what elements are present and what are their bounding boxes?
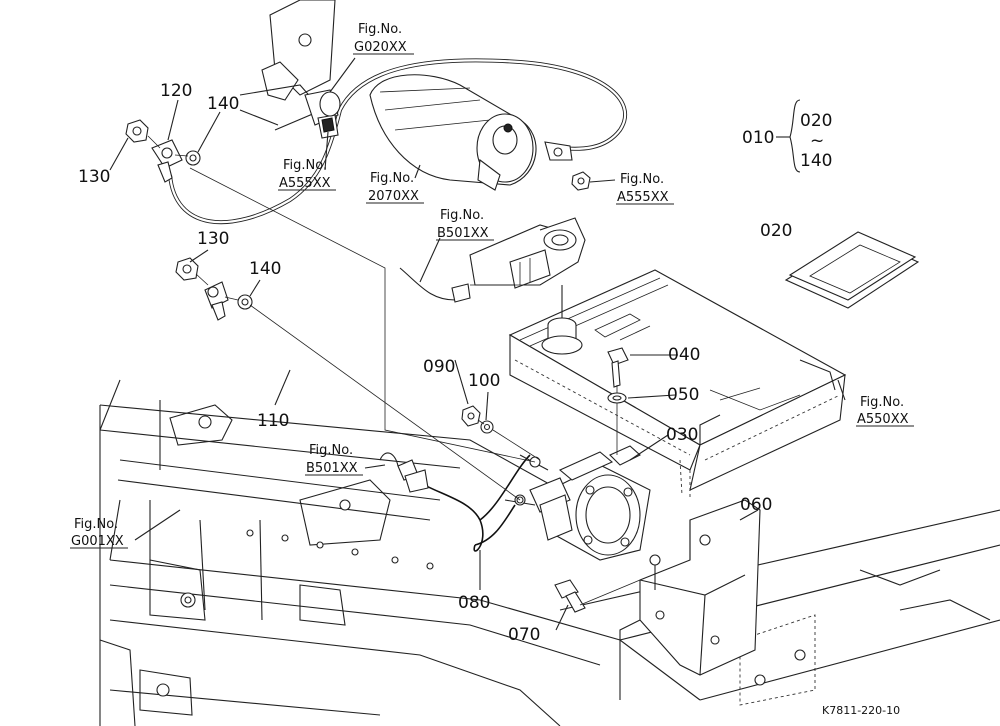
label-040: 040 [668,345,700,365]
label-080: 080 [458,593,490,613]
ref-b501-top-line2: B501XX [437,226,489,241]
label-020-range-start: 020 [800,111,832,131]
label-070: 070 [508,625,540,645]
ref-g001-line1: Fig.No. [74,517,118,532]
label-140-range-end: 140 [800,151,832,171]
ref-2070-line1: Fig.No. [370,171,414,186]
label-100: 100 [468,371,500,391]
frame-structure [99,379,1000,726]
leader-lines [70,53,914,631]
ref-b501-top-line1: Fig.No. [440,208,484,223]
label-130-upper: 130 [78,167,110,187]
bracket-060 [619,499,761,700]
ref-a555-right-line1: Fig.No. [620,172,664,187]
label-020: 020 [760,221,792,241]
label-range-tilde: ~ [810,131,824,151]
ref-a555-right-line2: A555XX [617,190,669,205]
label-130-lower: 130 [197,229,229,249]
ref-b501-mid-line1: Fig.No. [309,443,353,458]
ref-a550-line1: Fig.No. [860,395,904,410]
starter-motor [369,74,537,191]
ref-2070-line2: 2070XX [368,189,419,204]
ref-g020-line2: G020XX [354,40,407,55]
battery-switch [504,445,651,561]
battery [508,269,847,500]
upper-bracket [239,0,341,139]
terminal-group-lower [175,257,253,310]
cable-110 [204,274,521,374]
label-050: 050 [667,385,699,405]
ref-a555-left-line2: A555XX [279,176,331,191]
ref-a555-left-line1: Fig.No. [283,158,327,173]
bolt-040 [607,347,629,455]
ref-g001-line2: G001XX [71,534,124,549]
nut-090-washer-100 [461,405,541,461]
label-140-lower: 140 [249,259,281,279]
label-010: 010 [742,128,774,148]
manual-020 [784,231,920,309]
relay-harness-block [399,217,586,303]
terminal-group-upper [125,119,201,183]
figure-references: Fig.No. G020XX Fig.No. A555XX Fig.No. 20… [71,22,909,549]
drawing-code: K7811-220-10 [822,704,900,717]
label-140-upper: 140 [207,94,239,114]
label-090: 090 [423,357,455,377]
label-030: 030 [666,425,698,445]
ref-b501-mid-line2: B501XX [306,461,358,476]
bolt-070 [554,579,641,613]
part-labels: 010 020 ~ 140 020 040 050 030 060 070 08… [78,81,832,645]
label-060: 060 [740,495,772,515]
ref-g020-line1: Fig.No. [358,22,402,37]
ref-a550-line2: A550XX [857,412,909,427]
label-110: 110 [257,411,289,431]
label-120: 120 [160,81,192,101]
cable-top [168,58,628,225]
